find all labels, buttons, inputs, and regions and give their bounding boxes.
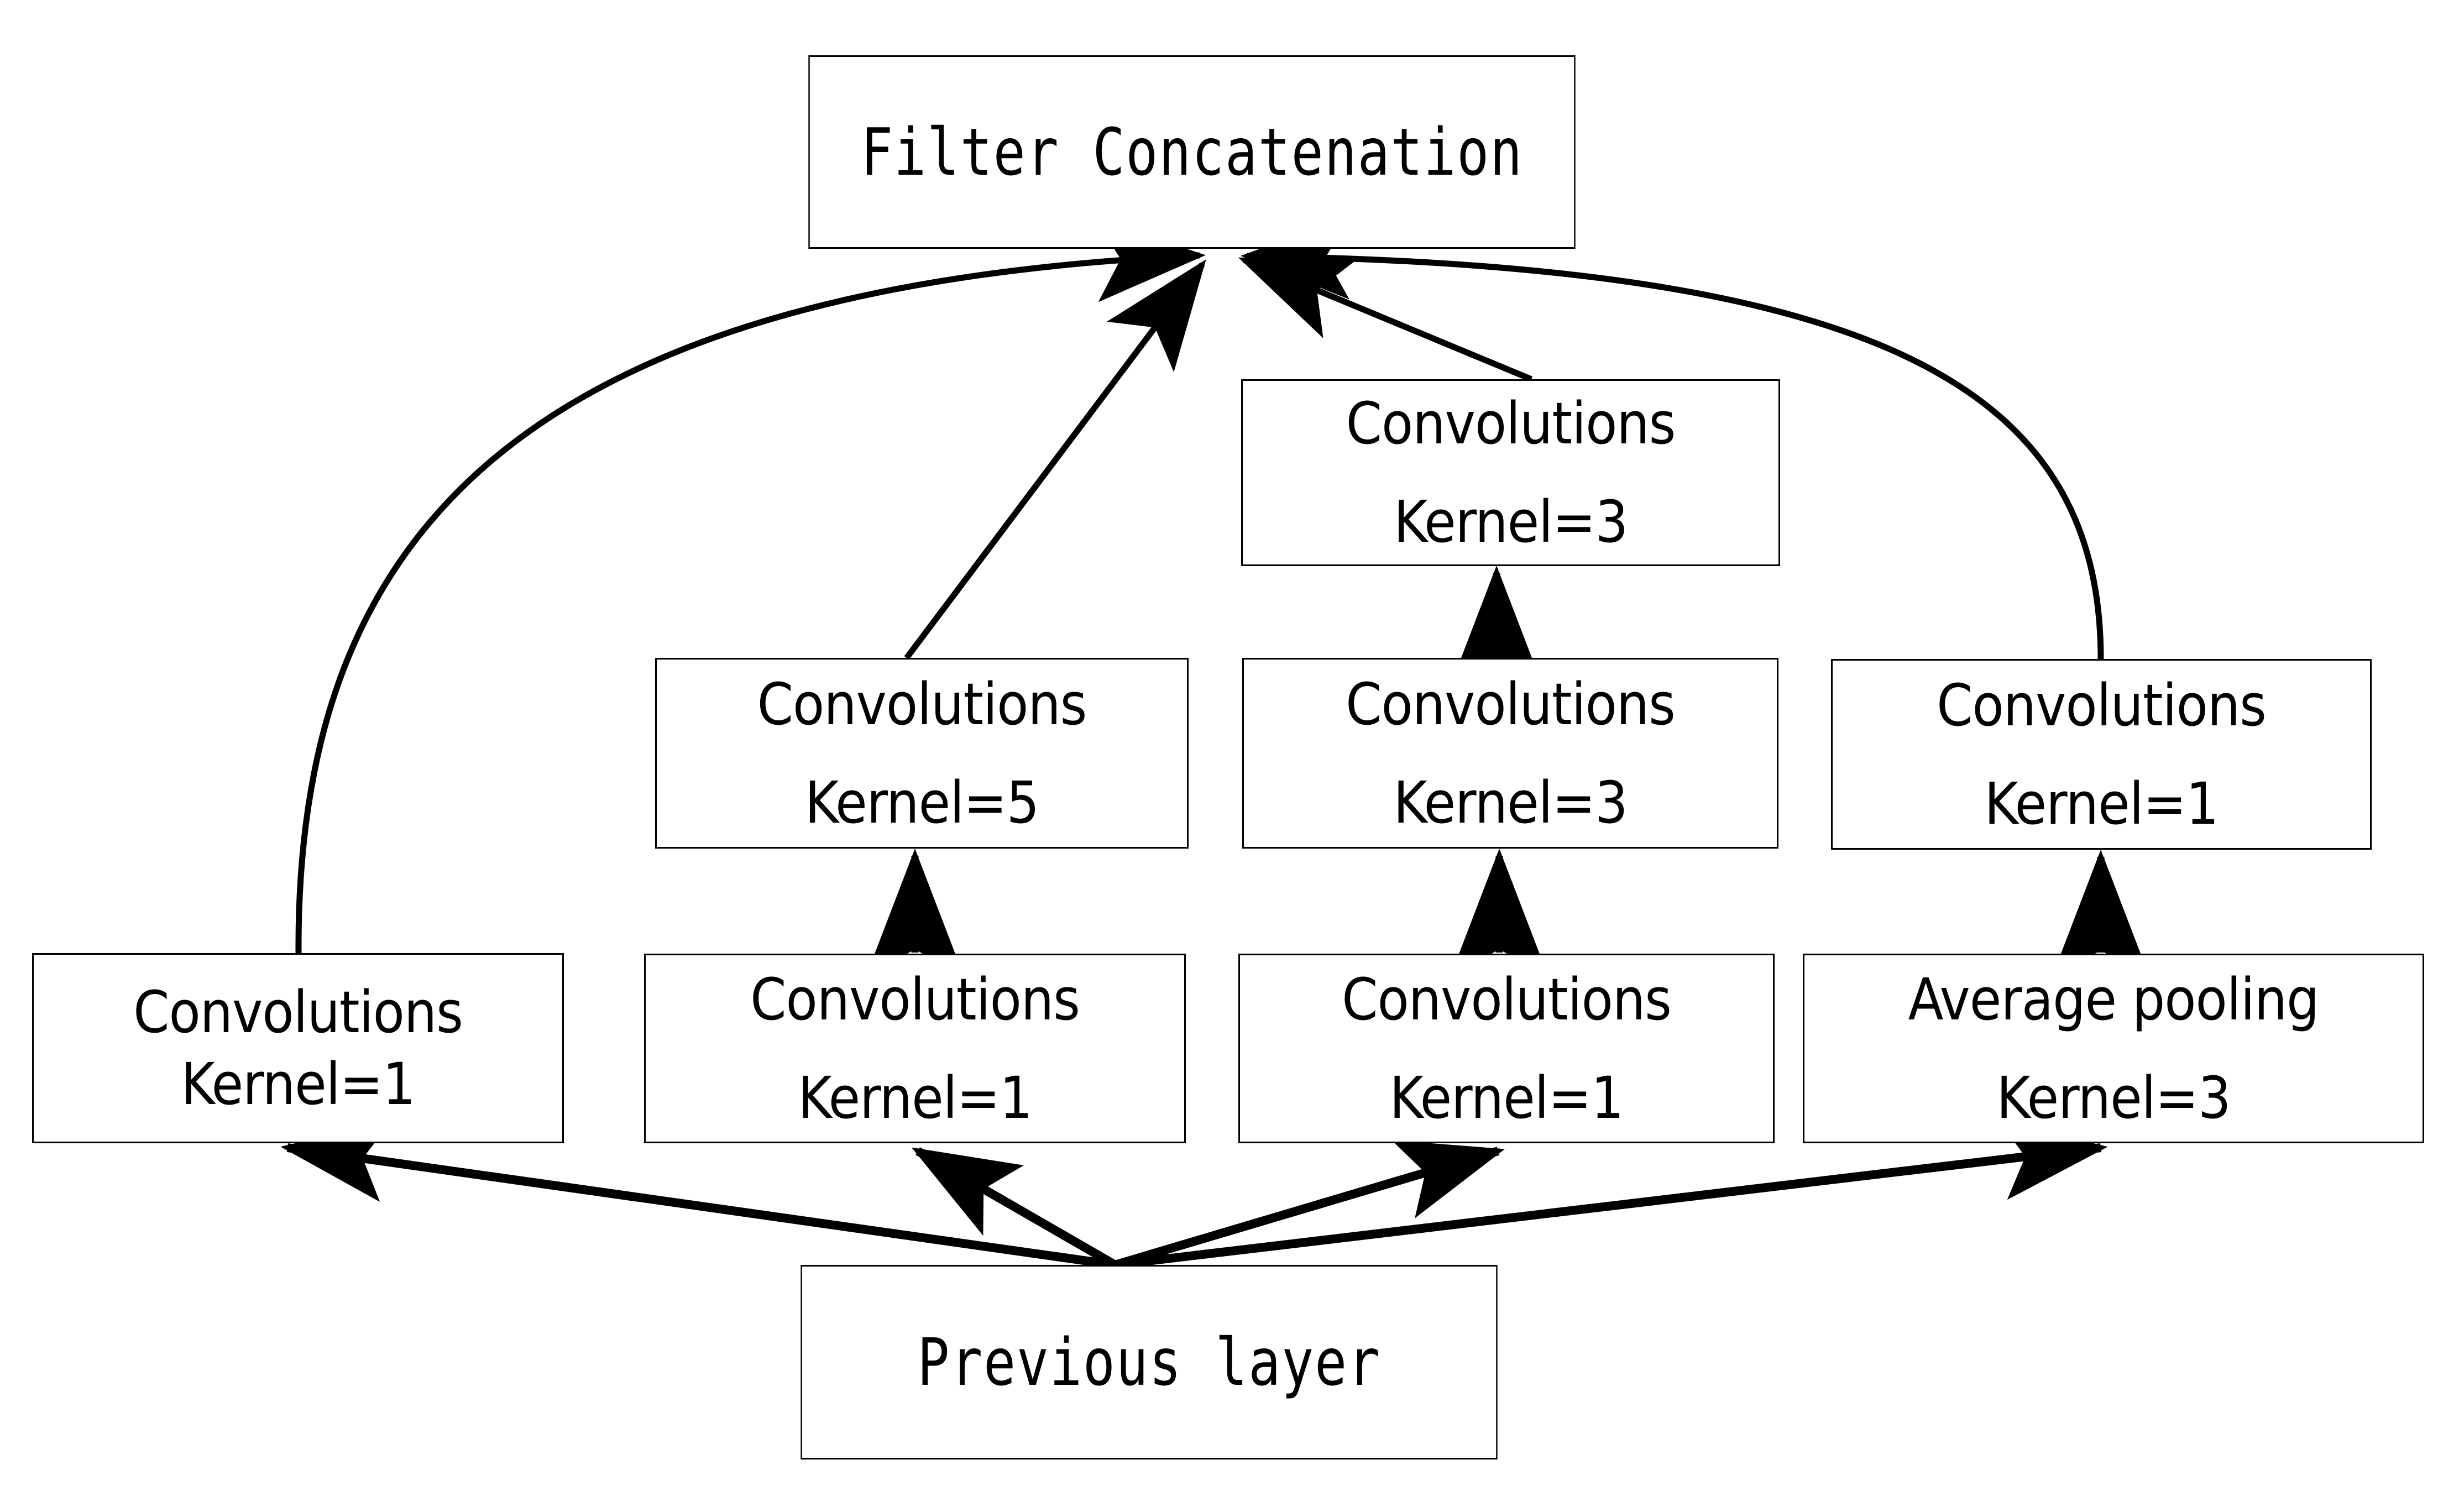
node-conv-kernel-1-mid-right-line1: Convolutions	[1937, 671, 2267, 739]
edge-prev-to-conv1-3	[1113, 1140, 1505, 1269]
node-conv-kernel-1-bottom-3[interactable]: Convolutions Kernel=1	[1238, 954, 1775, 1143]
node-conv-kernel-1-bottom-left-line1: Convolutions	[133, 979, 463, 1046]
node-conv-kernel-3-mid-line1: Convolutions	[1346, 670, 1676, 738]
node-conv-kernel-3-top-line1: Convolutions	[1346, 390, 1676, 457]
node-average-pooling-bottom[interactable]: Average pooling Kernel=3	[1803, 954, 2424, 1143]
node-conv-kernel-1-bottom-2-line2: Kernel=1	[798, 1064, 1032, 1132]
node-conv-kernel-1-bottom-3-line1: Convolutions	[1342, 965, 1672, 1033]
node-conv-kernel-1-bottom-3-line2: Kernel=1	[1389, 1064, 1624, 1132]
node-filter-concatenation-label: Filter Concatenation	[861, 114, 1523, 190]
node-average-pooling-bottom-line2: Kernel=3	[1996, 1064, 2231, 1132]
node-average-pooling-bottom-line1: Average pooling	[1908, 965, 2320, 1033]
node-conv-kernel-1-mid-right[interactable]: Convolutions Kernel=1	[1831, 659, 2372, 850]
node-conv-kernel-1-mid-right-line2: Kernel=1	[1984, 770, 2219, 838]
edge-prev-to-conv1-2	[911, 1147, 1117, 1269]
node-conv-kernel-5-mid-line1: Convolutions	[757, 670, 1087, 738]
edge-conv5-to-concat	[904, 259, 1206, 660]
edge-conv3top-to-concat	[1238, 257, 1533, 383]
node-conv-kernel-3-top[interactable]: Convolutions Kernel=3	[1241, 379, 1780, 566]
node-conv-kernel-1-bottom-2[interactable]: Convolutions Kernel=1	[644, 954, 1186, 1143]
edge-prev-to-conv1-left	[280, 1121, 1116, 1269]
node-conv-kernel-3-mid[interactable]: Convolutions Kernel=3	[1242, 658, 1778, 849]
edge-prev-to-avgpool	[1115, 1119, 2108, 1269]
node-conv-kernel-1-bottom-2-line1: Convolutions	[750, 965, 1080, 1033]
node-conv-kernel-3-mid-line2: Kernel=3	[1393, 768, 1628, 836]
node-conv-kernel-5-mid[interactable]: Convolutions Kernel=5	[655, 658, 1189, 849]
node-conv-kernel-1-bottom-left[interactable]: Convolutions Kernel=1	[32, 953, 564, 1143]
node-conv-kernel-3-top-line2: Kernel=3	[1393, 488, 1628, 556]
node-conv-kernel-5-mid-line2: Kernel=5	[804, 768, 1039, 836]
node-previous-layer[interactable]: Previous layer	[801, 1265, 1498, 1459]
node-previous-layer-label: Previous layer	[917, 1324, 1381, 1400]
node-filter-concatenation[interactable]: Filter Concatenation	[808, 55, 1576, 249]
node-conv-kernel-1-bottom-left-line2: Kernel=1	[181, 1050, 415, 1118]
